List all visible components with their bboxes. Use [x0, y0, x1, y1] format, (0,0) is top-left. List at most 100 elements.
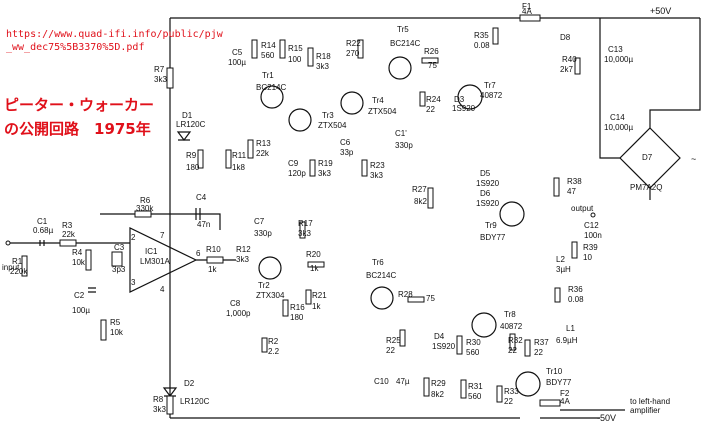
d3-ref: D3 — [454, 95, 465, 104]
amplifier-label: amplifier — [630, 406, 661, 415]
r14-value: 560 — [261, 51, 275, 60]
r26-ref: R26 — [424, 47, 439, 56]
opamp-pin6: 6 — [196, 249, 201, 258]
r37-value: 22 — [534, 348, 543, 357]
r30-symbol — [456, 335, 463, 355]
r31-value: 560 — [468, 392, 482, 401]
tr10-ref: Tr10 — [546, 367, 563, 376]
d7-ref: D7 — [642, 153, 653, 162]
l2-ref: L2 — [556, 255, 565, 264]
r23-value: 3k3 — [370, 171, 383, 180]
japanese-title: ピーター・ウォーカー の公開回路 1975年 — [4, 93, 154, 141]
r5-ref: R5 — [110, 318, 121, 327]
c3-ref: C3 — [114, 243, 125, 252]
r38-symbol — [553, 177, 560, 197]
r6-symbol — [134, 210, 152, 218]
r25-ref: R25 — [386, 336, 401, 345]
tr6-value: BC214C — [366, 271, 396, 280]
tr8-ref: Tr8 — [504, 310, 516, 319]
r36-symbol — [554, 287, 561, 303]
output-terminal[interactable] — [590, 212, 596, 218]
r29-value: 8k2 — [431, 390, 444, 399]
opamp-pin2: 2 — [131, 233, 136, 242]
d1-symbol — [176, 131, 192, 141]
resistor-bodies — [247, 27, 581, 403]
tr9-symbol — [499, 201, 525, 227]
fuse-f1-ref: F1 — [522, 2, 532, 11]
tr6-ref: Tr6 — [372, 258, 384, 267]
r8-symbol — [166, 395, 174, 415]
r37-ref: R37 — [534, 338, 549, 347]
r15-value: 100 — [288, 55, 302, 64]
r15-ref: R15 — [288, 44, 303, 53]
r14-symbol — [251, 39, 258, 59]
c8-ref: C8 — [230, 299, 241, 308]
source-url[interactable]: https://www.quad-ifi.info/public/pjw _ww… — [6, 29, 223, 53]
r23-symbol — [361, 159, 368, 177]
c9-value: 120p — [288, 169, 306, 178]
r10-ref: R10 — [206, 245, 221, 254]
r31-ref: R31 — [468, 382, 483, 391]
r27-ref: R27 — [412, 185, 427, 194]
c1p-value: 330p — [395, 141, 413, 150]
r40-symbol — [574, 57, 581, 75]
negative-rail-label: -50V — [597, 413, 616, 423]
r7-ref: R7 — [154, 65, 165, 74]
r8-ref: R8 — [153, 395, 164, 404]
ac-input-symbol: ~ — [691, 154, 696, 164]
tr8-symbol — [471, 312, 497, 338]
tr3-value: ZTX504 — [318, 121, 347, 130]
c10-value: 47µ — [396, 377, 410, 386]
r16-ref: R16 — [290, 303, 305, 312]
r16-symbol — [282, 299, 289, 317]
r26-symbol — [421, 57, 439, 64]
d8-ref: D8 — [560, 33, 571, 42]
tr2-value: ZTX304 — [256, 291, 285, 300]
japanese-title-line1: ピーター・ウォーカー — [4, 96, 155, 114]
c8-value: 1,000p — [226, 309, 251, 318]
d6-value: 1S920 — [476, 199, 500, 208]
r24-ref: R24 — [426, 95, 441, 104]
d1-ref: D1 — [182, 111, 193, 120]
r14-ref: R14 — [261, 41, 276, 50]
tr3-symbol — [288, 108, 312, 132]
fuse-f1: F1 4A — [519, 2, 541, 22]
output-label: output — [571, 204, 594, 213]
c3-value: 3p3 — [112, 265, 126, 274]
r16-value: 180 — [290, 313, 304, 322]
r4-value: 10k — [72, 258, 86, 267]
r26-value: 75 — [428, 61, 437, 70]
opamp-triangle — [129, 227, 198, 293]
c9-ref: C9 — [288, 159, 299, 168]
l1-ref: L1 — [566, 324, 575, 333]
tr4-symbol — [340, 91, 364, 115]
r20-value: 1k — [310, 264, 319, 273]
r5-symbol — [100, 319, 107, 341]
tr1-symbol — [260, 85, 284, 109]
input-terminal[interactable] — [5, 240, 11, 246]
r4-ref: R4 — [72, 248, 83, 257]
japanese-title-line2: の公開回路 1975年 — [4, 120, 151, 138]
r1-symbol — [21, 255, 28, 277]
r39-symbol — [571, 241, 578, 259]
r17-ref: R17 — [298, 219, 313, 228]
r11-symbol — [225, 149, 232, 169]
c3-symbol — [111, 251, 123, 267]
r33-ref: R33 — [504, 387, 519, 396]
c14-value: 10,000µ — [604, 123, 633, 132]
r6-value: 330k — [136, 204, 154, 213]
fuse-f1-value: 4A — [522, 7, 532, 16]
r18-ref: R18 — [316, 52, 331, 61]
r30-ref: R30 — [466, 338, 481, 347]
tr10-value: BDY77 — [546, 378, 572, 387]
r22-ref: R22 — [346, 39, 361, 48]
tr5-ref: Tr5 — [397, 25, 409, 34]
tr5-symbol — [388, 56, 412, 80]
r22-value: 270 — [346, 49, 360, 58]
fuse-f2: F2 4A — [539, 389, 570, 407]
tr7-ref: Tr7 — [484, 81, 496, 90]
transistors — [258, 56, 541, 397]
c4-value: 47n — [197, 220, 210, 229]
r39-ref: R39 — [583, 243, 598, 252]
d7-value: PM7A2Q — [630, 183, 662, 192]
